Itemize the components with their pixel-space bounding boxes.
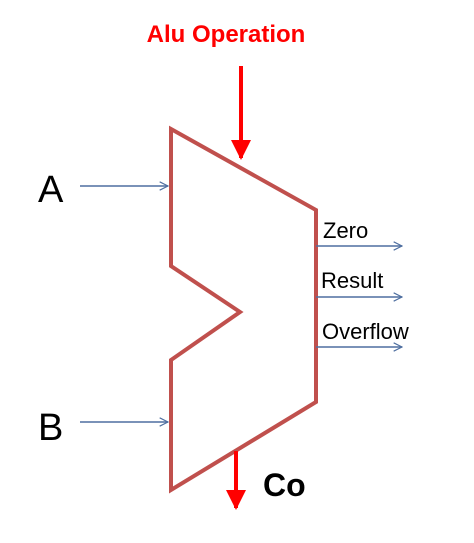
input-a-label: A	[38, 169, 64, 211]
alu-body	[169, 125, 318, 494]
overflow-output-label: Overflow	[322, 319, 409, 344]
zero-output-label: Zero	[323, 218, 368, 243]
result-output-label: Result	[321, 268, 383, 293]
input-b-label: B	[38, 407, 63, 449]
carry-out-label: Co	[263, 467, 306, 503]
alu-operation-label: Alu Operation	[147, 21, 306, 48]
